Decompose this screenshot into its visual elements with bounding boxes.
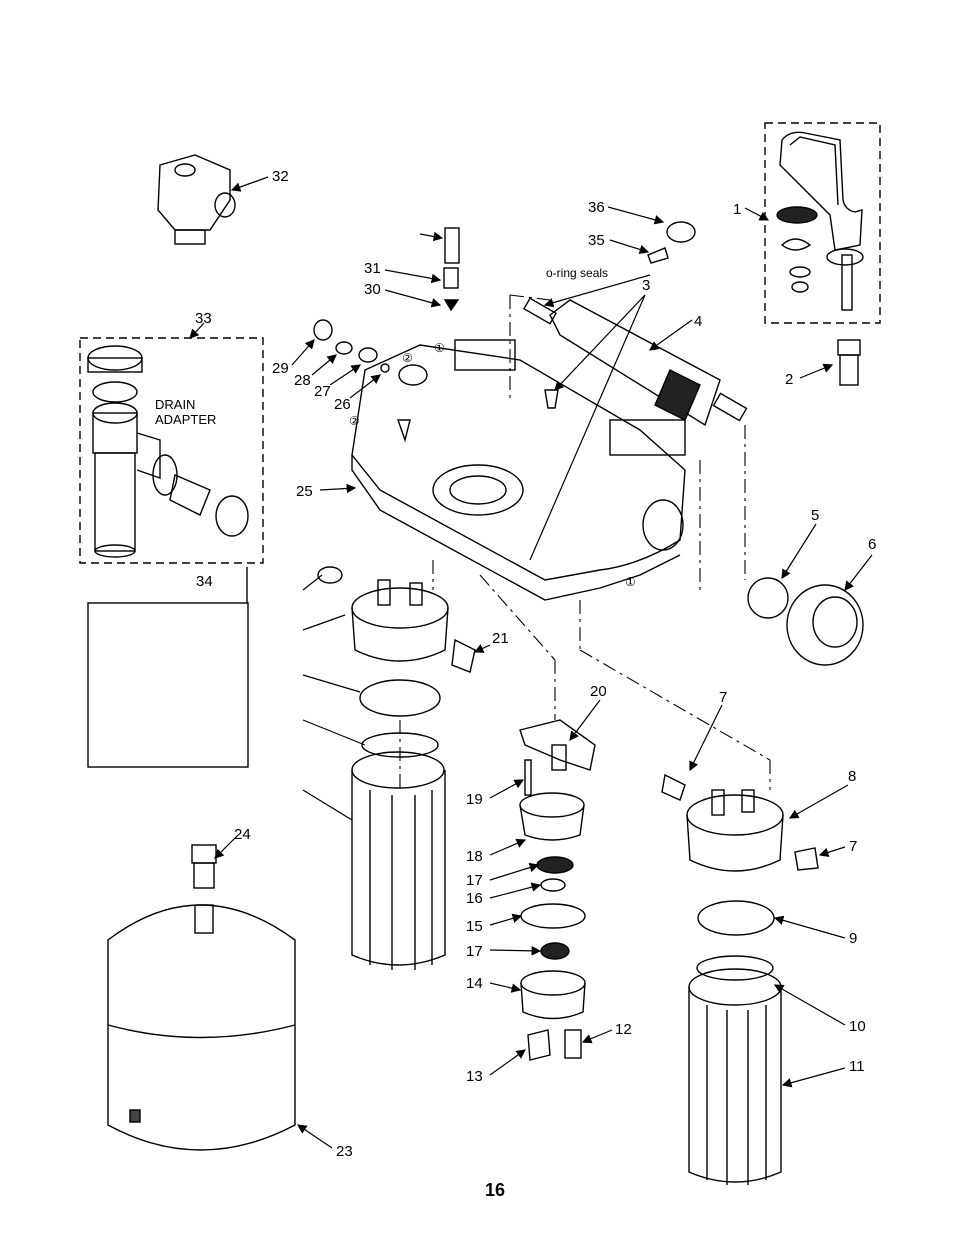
callout-36: 36 [588,199,605,216]
oring-seals-label: o-ring seals [546,266,608,280]
center-valve-stack-icon [520,720,595,1060]
callout-1: 1 [733,201,741,218]
circle-1-marker-b: ① [625,575,636,589]
callout-11: 11 [849,1058,865,1075]
drain-adapter-label-2: ADAPTER [155,412,216,427]
callout-3: 3 [642,277,650,294]
callout-labels: 1 2 3 4 5 6 7 7 8 9 10 11 12 13 14 15 16… [155,168,876,1160]
drain-adapter-icon [88,346,248,557]
oring-5-icon [748,578,788,618]
manifold-25-icon [352,340,685,600]
faucet-icon [777,132,863,310]
callout-20: 20 [590,683,607,700]
callout-23: 23 [336,1143,353,1160]
info-box [88,603,248,767]
callout-32: 32 [272,168,289,185]
callout-8: 8 [848,768,856,785]
fitting-2-icon [838,340,860,385]
callout-16: 16 [466,890,483,907]
filter-housing-left-icon [352,733,445,970]
circle-2-marker-a: ② [402,351,413,365]
callout-10: 10 [849,1018,866,1035]
callout-7a: 7 [719,689,727,706]
callout-30: 30 [364,281,381,298]
callout-27: 27 [314,383,331,400]
callout-24: 24 [234,826,251,843]
callout-19: 19 [466,791,483,808]
callout-9: 9 [849,930,857,947]
small-parts-icons [314,222,695,440]
callout-17b: 17 [466,943,483,960]
callout-14: 14 [466,975,483,992]
circle-1-marker-a: ① [434,341,445,355]
filter-head-right-icon [662,775,818,871]
tee-fitting-32-icon [158,155,235,244]
faucet-kit-box [765,123,880,323]
callout-33: 33 [195,310,212,327]
page-number: 16 [470,1180,520,1201]
callout-29: 29 [272,360,289,377]
callout-2: 2 [785,371,793,388]
callout-5: 5 [811,507,819,524]
callout-26: 26 [334,396,351,413]
drain-adapter-label-1: DRAIN [155,397,195,412]
storage-tank-icon [108,905,295,1150]
callout-21: 21 [492,630,509,647]
callout-6: 6 [868,536,876,553]
callout-31: 31 [364,260,381,277]
callout-4: 4 [694,313,702,330]
leader-lines [190,177,872,1148]
oring-9-icon [698,901,774,935]
callout-25: 25 [296,483,313,500]
oring-left-icon [360,680,440,716]
callout-35: 35 [588,232,605,249]
callout-12: 12 [615,1021,632,1038]
filter-housing-right-icon [689,956,781,1185]
tank-fitting-24-icon [192,845,216,888]
callout-17a: 17 [466,872,483,889]
callout-13: 13 [466,1068,483,1085]
filter-head-left-icon [318,567,475,672]
end-cap-6-icon [787,585,863,665]
callout-18: 18 [466,848,483,865]
callout-28: 28 [294,372,311,389]
callout-34: 34 [196,573,213,590]
circle-2-marker-b: ② [349,414,360,428]
callout-15: 15 [466,918,483,935]
callout-7b: 7 [849,838,857,855]
